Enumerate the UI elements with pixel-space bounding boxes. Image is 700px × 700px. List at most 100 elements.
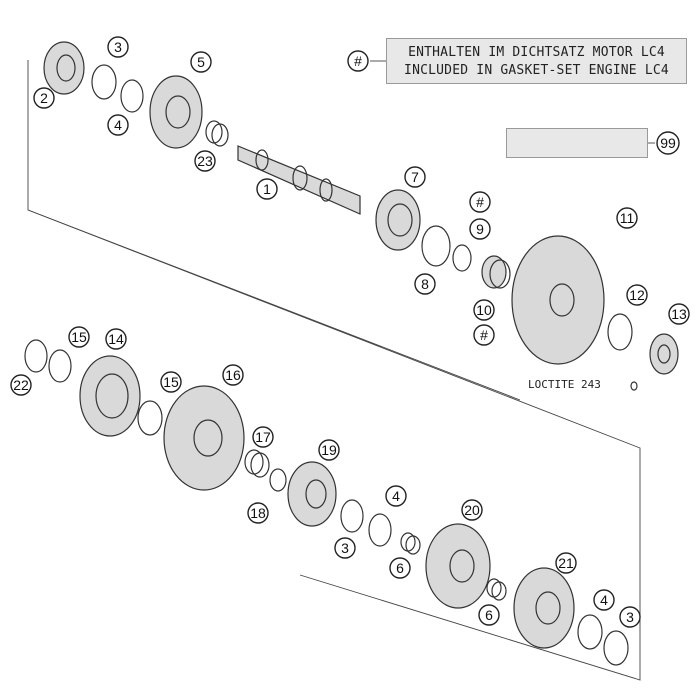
- gear-21: [513, 567, 575, 649]
- callout-4-29-label: 4: [600, 592, 608, 608]
- gear-5: [149, 75, 203, 149]
- callout-3-23-label: 3: [341, 540, 349, 556]
- callout-2-1: 2: [33, 87, 55, 109]
- washer-15a: [48, 349, 72, 383]
- callout-4-24-label: 4: [392, 488, 400, 504]
- callout-14-16: 14: [105, 328, 127, 350]
- oring-9: [452, 244, 472, 272]
- washer-22: [24, 339, 48, 373]
- washer-4-end: [577, 614, 603, 650]
- washer-3-end: [603, 630, 629, 666]
- callout-5-4: 5: [190, 51, 212, 73]
- loctite-drop-icon: [630, 381, 638, 391]
- frame-lower: [27, 209, 641, 681]
- kit-number-callout-label: 99: [660, 135, 676, 151]
- washer-3: [91, 64, 117, 100]
- bush-6a: [400, 532, 421, 555]
- bearing-14: [79, 355, 141, 437]
- note-line-german: ENTHALTEN IM DICHTSATZ MOTOR LC4: [408, 45, 665, 60]
- callout-21-28-label: 21: [558, 555, 574, 571]
- callout-11-12-label: 11: [620, 210, 635, 226]
- bearing-7: [375, 189, 421, 251]
- note-line-english: INCLUDED IN GASKET-SET ENGINE LC4: [404, 63, 669, 78]
- gear-16: [163, 385, 245, 491]
- note-hash-callout-label: #: [354, 53, 362, 69]
- nut-13: [649, 333, 679, 375]
- callout-4-3: 4: [107, 114, 129, 136]
- callout-14-16-label: 14: [108, 331, 124, 347]
- callout-11-12: 11: [616, 207, 638, 229]
- callout-3-2-label: 3: [114, 39, 122, 55]
- callout-9-9: 9: [469, 218, 491, 240]
- callout-22-17: 22: [10, 374, 32, 396]
- callout-7-6-label: 7: [411, 169, 419, 185]
- bush-17: [244, 449, 270, 478]
- callout-hash-8-label: #: [476, 194, 484, 210]
- callout-3-30-label: 3: [626, 609, 634, 625]
- callout-4-3-label: 4: [114, 117, 122, 133]
- callout-17-20-label: 17: [255, 429, 271, 445]
- callout-10-10: 10: [473, 299, 495, 321]
- kit-parts-box: [506, 128, 648, 158]
- callout-4-29: 4: [593, 589, 615, 611]
- loctite-label: LOCTITE 243: [528, 378, 601, 391]
- callout-20-26-label: 20: [464, 502, 480, 518]
- callout-8-7-label: 8: [421, 276, 429, 292]
- callout-15-18: 15: [160, 371, 182, 393]
- callout-20-26: 20: [461, 499, 483, 521]
- kit-number-callout: 99: [656, 131, 680, 155]
- main-shaft-1: [237, 145, 361, 215]
- callout-22-17-label: 22: [13, 377, 29, 393]
- bush-23: [205, 120, 229, 147]
- bush-6b: [486, 578, 507, 601]
- spacer-10: [481, 255, 511, 289]
- callout-hash-11: #: [473, 324, 495, 346]
- callout-8-7: 8: [414, 273, 436, 295]
- callout-12-13-label: 12: [629, 287, 645, 303]
- callout-hash-11-label: #: [480, 327, 488, 343]
- callout-18-21: 18: [247, 502, 269, 524]
- lock-washer-12: [607, 313, 633, 351]
- callout-9-9-label: 9: [476, 221, 484, 237]
- callout-4-24: 4: [385, 485, 407, 507]
- callout-15-18-label: 15: [163, 374, 179, 390]
- gear-19: [287, 461, 337, 527]
- callout-10-10-label: 10: [476, 302, 492, 318]
- callout-19-22: 19: [318, 439, 340, 461]
- frame-upper: [27, 60, 521, 401]
- callout-15-15: 15: [68, 326, 90, 348]
- callout-hash-8: #: [469, 191, 491, 213]
- callout-6-25: 6: [389, 557, 411, 579]
- callout-23-5-label: 23: [197, 153, 213, 169]
- callout-12-13: 12: [626, 284, 648, 306]
- callout-5-4-label: 5: [197, 54, 205, 70]
- callout-17-20: 17: [252, 426, 274, 448]
- callout-1-0: 1: [256, 178, 278, 200]
- callout-16-19-label: 16: [225, 367, 241, 383]
- callout-7-6: 7: [404, 166, 426, 188]
- gear-2: [43, 41, 85, 95]
- callout-3-30: 3: [619, 606, 641, 628]
- callout-18-21-label: 18: [250, 505, 266, 521]
- callout-16-19: 16: [222, 364, 244, 386]
- ring-8: [421, 225, 451, 267]
- washer-18: [269, 468, 287, 492]
- washer-4-lower: [368, 513, 392, 547]
- callout-3-23: 3: [334, 537, 356, 559]
- note-hash-callout: #: [347, 50, 369, 72]
- callout-15-15-label: 15: [71, 329, 87, 345]
- callout-3-2: 3: [107, 36, 129, 58]
- gear-20: [425, 523, 491, 609]
- callout-19-22-label: 19: [321, 442, 337, 458]
- sprocket-11: [511, 235, 605, 365]
- callout-6-25-label: 6: [396, 560, 404, 576]
- callout-1-0-label: 1: [263, 181, 271, 197]
- callout-2-1-label: 2: [40, 90, 48, 106]
- washer-3-lower: [340, 499, 364, 533]
- callout-6-27-label: 6: [485, 607, 493, 623]
- washer-4: [120, 79, 144, 113]
- gasket-set-note: ENTHALTEN IM DICHTSATZ MOTOR LC4 INCLUDE…: [386, 38, 687, 84]
- callout-21-28: 21: [555, 552, 577, 574]
